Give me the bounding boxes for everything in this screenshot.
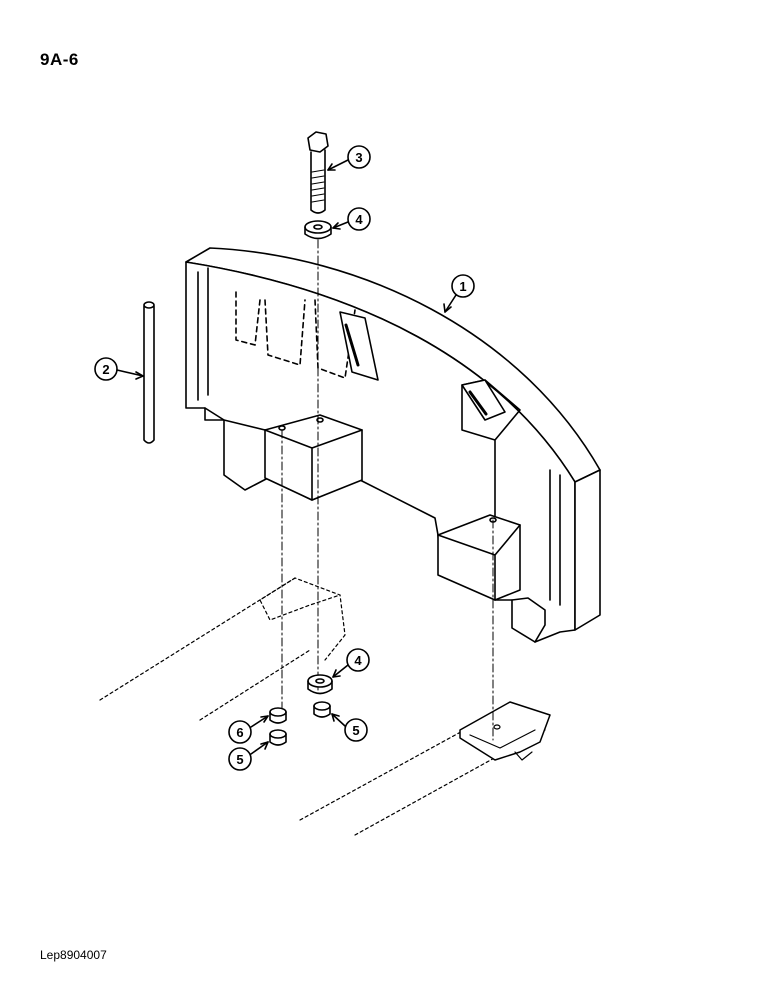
- svg-text:1: 1: [459, 279, 466, 294]
- svg-text:4: 4: [354, 653, 362, 668]
- bolt-part: [307, 131, 329, 214]
- nut-part: [313, 701, 331, 718]
- callout-5-right: 5: [331, 713, 368, 742]
- svg-text:5: 5: [352, 723, 359, 738]
- pin-part: [143, 301, 155, 444]
- svg-text:4: 4: [355, 212, 363, 227]
- washer-top-part: [304, 220, 332, 240]
- svg-text:3: 3: [355, 150, 362, 165]
- callout-4-top: 4: [332, 207, 371, 231]
- spacer-part: [269, 707, 287, 724]
- washer-lower-part: [307, 674, 333, 695]
- svg-text:5: 5: [236, 752, 243, 767]
- callout-5-left: 5: [228, 741, 269, 771]
- callout-1: 1: [443, 274, 475, 313]
- callout-4-lower: 4: [332, 648, 370, 678]
- assembly-centerlines: [281, 239, 494, 741]
- callout-3: 3: [327, 145, 371, 171]
- page-id: 9A-6: [40, 50, 79, 69]
- callout-2: 2: [94, 357, 144, 381]
- frame-rails: [99, 577, 551, 836]
- reference-code: Lep8904007: [40, 948, 107, 962]
- svg-text:2: 2: [102, 362, 109, 377]
- counterweight-part: [185, 247, 601, 643]
- nut-part-lower: [269, 729, 287, 746]
- callout-6: 6: [228, 715, 269, 744]
- svg-text:6: 6: [236, 725, 243, 740]
